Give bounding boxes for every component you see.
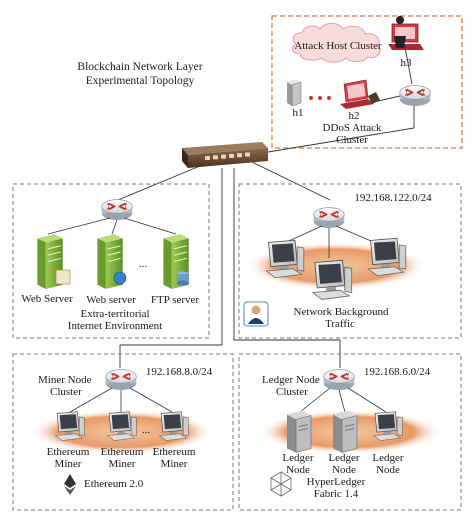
miner-2-label-line-1: Ethereum — [100, 446, 144, 458]
background-label-line-1: Network Background — [293, 306, 389, 318]
miner-3-label-line-1: Ethereum — [152, 446, 196, 458]
link-line — [403, 41, 413, 85]
background-cluster-box — [238, 183, 462, 339]
internet-env-line-1: Extra-territorial — [80, 308, 150, 320]
ledger-cluster-label-line-2: Cluster — [276, 386, 308, 398]
diagram-title-line-1: Blockchain Network Layer — [77, 61, 203, 73]
link-line — [299, 387, 331, 413]
miner-subnet-label: 192.168.8.0/24 — [145, 366, 213, 378]
servers-ellipsis: ... — [138, 258, 148, 270]
user-avatar-icon — [243, 301, 269, 327]
internet-router-icon — [100, 198, 134, 222]
background-subnet-label: 192.168.122.0/24 — [354, 192, 432, 204]
ethereum-platform-label: Ethereum 2.0 — [84, 478, 144, 490]
ethereum-icon — [64, 474, 76, 495]
link-line — [129, 387, 173, 413]
attack-dot — [318, 96, 322, 100]
attacker-h3-icon — [388, 16, 424, 50]
miner-cluster-label-line-2: Cluster — [50, 386, 82, 398]
miner-3-label-line-2: Miner — [160, 458, 188, 470]
link-line — [347, 387, 387, 413]
miner-router-icon — [104, 368, 138, 392]
ddos-label-line-1: DDoS Attack — [322, 122, 382, 134]
ledger-3-label-line-2: Node — [376, 464, 400, 476]
background-router-icon — [312, 206, 346, 230]
attack-router-icon — [398, 84, 432, 108]
ledger-cluster-label-line-1: Ledger Node — [262, 374, 320, 386]
document-icon — [55, 269, 71, 285]
attack-cluster-label: Attack Host Cluster — [294, 40, 382, 52]
attack-dot — [309, 96, 313, 100]
host-h2-label: h2 — [348, 110, 360, 122]
traffic-pc-icon — [367, 237, 407, 277]
link-line — [111, 219, 118, 235]
link-line — [117, 165, 201, 201]
hyperledger-icon — [270, 471, 292, 497]
link-line — [373, 95, 401, 103]
ledger-3-label-line-1: Ledger — [372, 452, 404, 464]
attack-cluster-box — [271, 15, 463, 149]
link-line — [69, 387, 113, 413]
ledger-2-label-line-2: Node — [332, 464, 356, 476]
globe-icon — [113, 271, 127, 285]
host-h3-label: h3 — [400, 57, 412, 69]
ledger-node-icon — [332, 409, 358, 454]
core-switch-icon — [182, 142, 268, 168]
background-label-line-2: Traffic — [325, 318, 355, 330]
ledger-2-label-line-1: Ledger — [328, 452, 360, 464]
ledger-1-label-line-1: Ledger — [282, 452, 314, 464]
database-icon — [177, 274, 189, 283]
server-label-web-1: Web Server — [21, 293, 73, 305]
hyperledger-label-line-2: Fabric 1.4 — [313, 488, 359, 500]
internet-cluster-box — [12, 183, 210, 339]
ddos-label-line-2: Cluster — [336, 134, 368, 146]
link-line — [255, 127, 415, 155]
internet-env-line-2: Internet Environment — [67, 320, 163, 332]
ledger-subnet-label: 192.168.6.0/24 — [363, 366, 431, 378]
link-line — [123, 217, 177, 235]
miners-ellipsis: ... — [141, 424, 151, 436]
ledger-router-icon — [322, 368, 356, 392]
miner-cluster-box — [12, 353, 234, 511]
host-h1-label: h1 — [292, 107, 304, 119]
server-label-ftp: FTP server — [150, 294, 200, 306]
ledger-1-label-line-2: Node — [286, 464, 310, 476]
miner-1-label-line-2: Miner — [54, 458, 82, 470]
host-h2-laptop-icon — [340, 79, 380, 109]
miner-2-label-line-2: Miner — [108, 458, 136, 470]
attack-dot — [327, 96, 331, 100]
diagram-title-line-2: Experimental Topology — [85, 75, 195, 87]
host-h1-icon — [287, 79, 302, 107]
link-line — [47, 217, 111, 235]
link-line — [251, 161, 331, 201]
attack-cloud — [292, 22, 381, 63]
link-line — [338, 389, 346, 413]
server-label-web-2: Web server — [86, 294, 136, 306]
hyperledger-label-line-1: HyperLedger — [306, 476, 366, 488]
miner-cluster-label-line-1: Miner Node — [38, 374, 92, 386]
ledger-node-icon — [286, 409, 312, 454]
miner-1-label-line-1: Ethereum — [46, 446, 90, 458]
